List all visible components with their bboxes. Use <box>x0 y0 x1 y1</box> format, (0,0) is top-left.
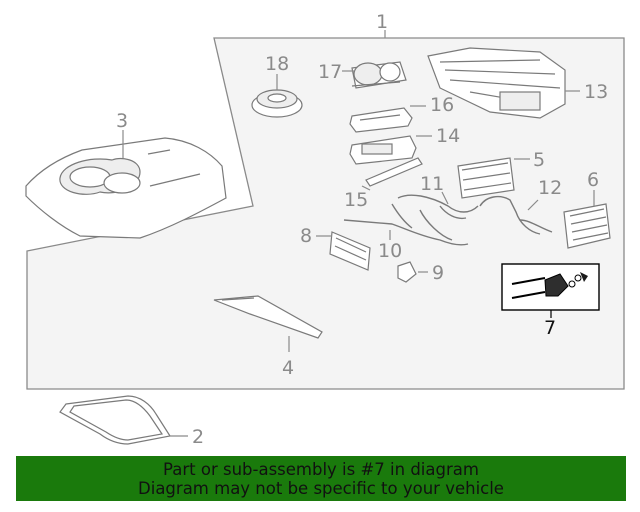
part-10-harness[interactable] <box>343 203 469 246</box>
part-5-filter-element[interactable] <box>457 157 515 199</box>
callout-13: 13 <box>584 81 608 103</box>
callout-16: 16 <box>430 94 454 116</box>
part-4-duct[interactable] <box>213 295 323 339</box>
callout-1: 1 <box>376 11 388 33</box>
callout-15: 15 <box>344 189 368 211</box>
callout-4: 4 <box>282 357 294 379</box>
part-6-heater-core[interactable] <box>563 203 611 249</box>
callout-8: 8 <box>300 225 312 247</box>
banner-line-2: Diagram may not be specific to your vehi… <box>138 479 504 498</box>
part-17-blower-motor[interactable] <box>351 61 407 89</box>
info-banner: Part or sub-assembly is #7 in diagram Di… <box>16 456 626 501</box>
part-3-console-cover[interactable] <box>25 137 227 239</box>
part-12-hose[interactable] <box>479 195 553 235</box>
parts-diagram: 1 3 18 17 13 16 <box>25 11 625 448</box>
callout-5: 5 <box>533 149 545 171</box>
part-18-knob[interactable] <box>251 89 303 118</box>
part-7-subassembly[interactable] <box>501 263 600 311</box>
part-13-hvac-housing[interactable] <box>427 47 566 119</box>
banner-line-1: Part or sub-assembly is #7 in diagram <box>163 460 479 479</box>
callout-12: 12 <box>538 177 562 199</box>
part-14-actuator[interactable] <box>349 135 417 165</box>
callout-3: 3 <box>116 110 128 132</box>
part-16-door[interactable] <box>349 107 413 133</box>
assembly-panel <box>26 37 625 390</box>
part-9-bracket[interactable] <box>397 261 417 283</box>
callout-6: 6 <box>587 169 599 191</box>
callout-17: 17 <box>318 61 342 83</box>
part-8-panel[interactable] <box>329 231 371 271</box>
part-11-duct[interactable] <box>397 194 479 220</box>
callout-2: 2 <box>192 426 204 448</box>
part-15-filter[interactable] <box>365 157 423 187</box>
callout-7: 7 <box>544 317 556 339</box>
part-2-mat[interactable] <box>59 395 171 445</box>
callout-14: 14 <box>436 125 460 147</box>
callout-9: 9 <box>432 262 444 284</box>
callout-11: 11 <box>420 173 444 195</box>
callout-10: 10 <box>378 240 402 262</box>
callout-18: 18 <box>265 53 289 75</box>
